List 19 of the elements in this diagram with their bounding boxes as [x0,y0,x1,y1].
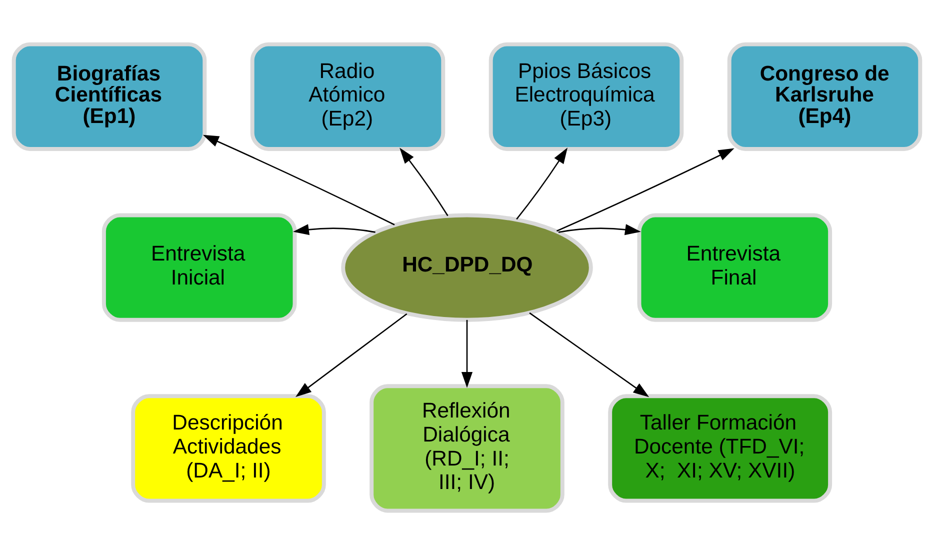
arrow [296,312,408,397]
node-box: Entrevista Inicial [102,212,297,322]
arrow [461,319,473,388]
arrow [558,224,641,235]
node-box: Taller Formación Docente (TFD_VI; X; XI; XV; XVII) [608,394,832,502]
node-box: Biografías Científicas (Ep1) [12,42,207,150]
node-box: Radio Atómico (Ep2) [250,42,446,150]
node-ellipse: HC_DPD_DQ [341,212,593,322]
arrow [556,148,734,232]
node-box: Descripción Actividades (DA_I; II) [131,394,326,502]
arrow [516,147,568,220]
arrow [293,224,376,235]
node-box: Congreso de Karlsruhe (Ep4) [727,42,922,150]
arrow [202,134,395,225]
arrow [400,147,448,216]
node-box: Ppios Básicos Electroquímica (Ep3) [488,42,684,150]
node-box: Entrevista Final [637,212,832,322]
arrow [529,312,650,397]
node-box: Reflexión Dialógica (RD_I; II; III; IV) [370,384,564,512]
